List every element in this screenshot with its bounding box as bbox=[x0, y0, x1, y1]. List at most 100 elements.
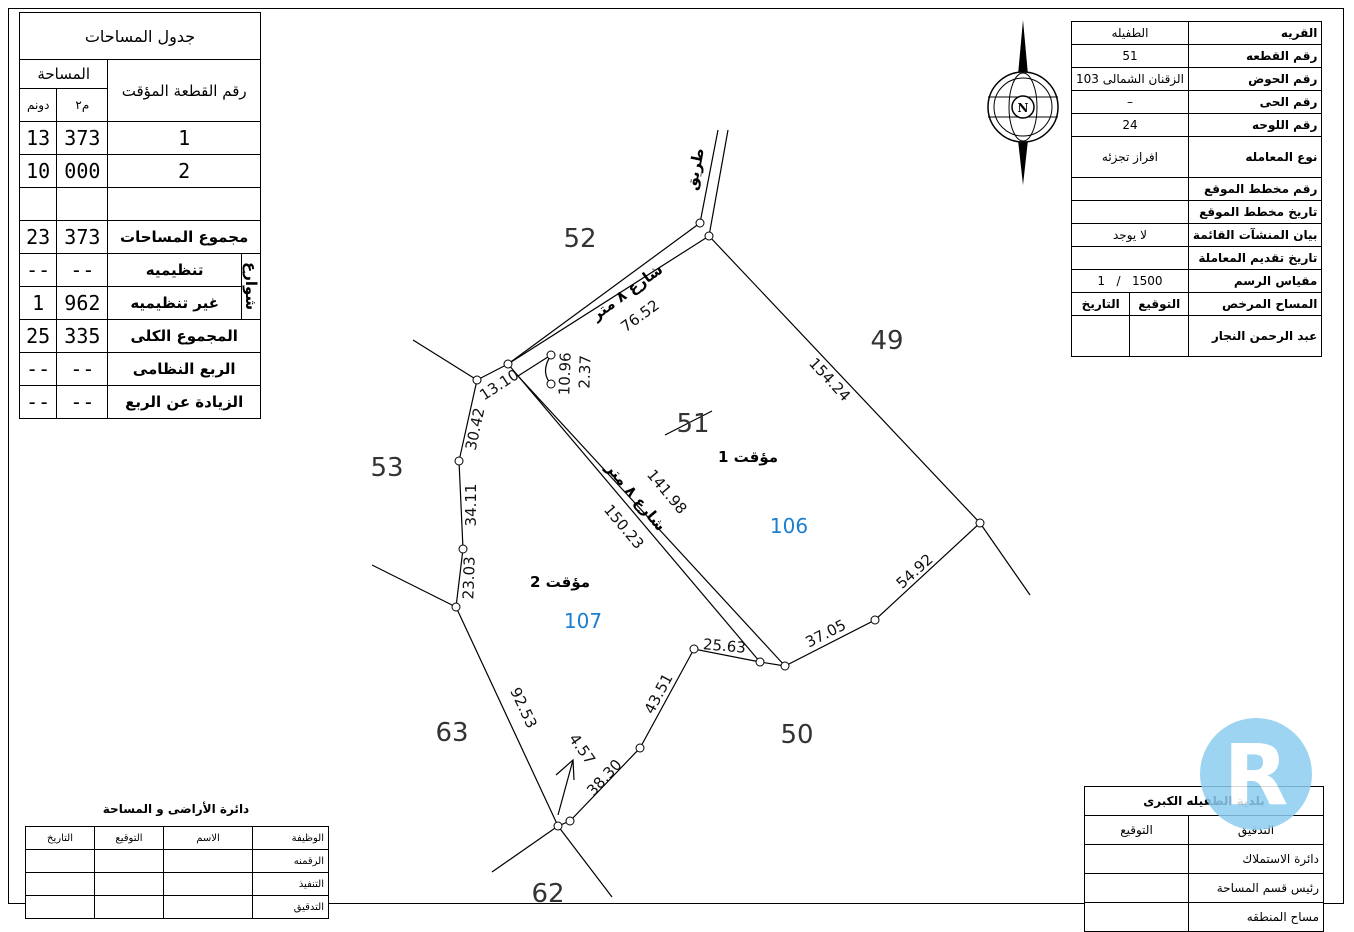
cancel-mark bbox=[664, 410, 713, 436]
scale-label: مقياس الرسم bbox=[1187, 269, 1323, 293]
row2-parcel: 2 bbox=[107, 154, 261, 188]
watermark-logo: R bbox=[1200, 718, 1312, 830]
neighbor-63: 63 bbox=[435, 718, 468, 748]
row1-parcel: 1 bbox=[107, 121, 261, 155]
areas-table: جدول المساحات المساحة رقم القطعة المؤقت … bbox=[18, 12, 261, 419]
dim-w2: 34.11 bbox=[462, 484, 480, 527]
grand-dunum: 25 bbox=[18, 319, 58, 353]
road-line bbox=[699, 129, 719, 224]
north-arrow: N bbox=[987, 20, 1059, 185]
dim-sw: 92.53 bbox=[506, 685, 540, 732]
grand-m2: 335 bbox=[56, 319, 109, 353]
sheet-value: 24 bbox=[1071, 113, 1189, 137]
survey-points bbox=[451, 218, 985, 831]
dim-arc1: 10.96 bbox=[555, 352, 574, 396]
date-value bbox=[1070, 315, 1131, 357]
col-signature: التوقيع bbox=[94, 826, 164, 850]
dim-se1: 54.92 bbox=[893, 550, 937, 592]
street-edge bbox=[507, 222, 701, 365]
boundary-extension bbox=[412, 339, 478, 381]
parcel-label: رقم القطعه bbox=[1187, 44, 1323, 68]
excess-dunum: -- bbox=[18, 385, 58, 419]
surveyor-name: عبد الرحمن النجار bbox=[1187, 315, 1323, 357]
lot1-id: 106 bbox=[770, 514, 808, 538]
parcel-outline bbox=[455, 235, 981, 827]
buildings-value: لا يوجد bbox=[1071, 223, 1189, 247]
grand-label: المجموع الكلى bbox=[107, 319, 261, 353]
road-line bbox=[708, 129, 729, 237]
north-label: N bbox=[1018, 101, 1029, 115]
muni-signature: التوقيع bbox=[1084, 815, 1189, 845]
sign-table-title: دائرة الأراضى و المساحة bbox=[102, 802, 250, 816]
dunum-header: دونم bbox=[18, 88, 58, 122]
unorganized-label: غير تنظيميه bbox=[107, 286, 242, 320]
area-header: المساحة bbox=[18, 59, 109, 89]
surveyor-label: المساح المرخص bbox=[1187, 292, 1323, 316]
job-row: التنفيذ bbox=[252, 872, 329, 896]
excess-m2: -- bbox=[56, 385, 109, 419]
col-job: الوظيفة bbox=[252, 826, 329, 850]
dim-w3: 30.42 bbox=[462, 406, 489, 452]
basin-value: 103 الزقنان الشمالى bbox=[1071, 67, 1189, 91]
street-edge bbox=[507, 363, 761, 663]
lot1-label: 1 مؤقت bbox=[718, 448, 778, 466]
submit-date-value bbox=[1071, 246, 1189, 270]
row1-m2: 373 bbox=[56, 121, 109, 155]
muni-row2: دائرة الاستملاك bbox=[1188, 844, 1324, 874]
village-value: الطفيله bbox=[1071, 21, 1189, 45]
old-parcel-number: 51 bbox=[676, 409, 709, 439]
dim-nw: 13.10 bbox=[476, 366, 522, 404]
empty-cell bbox=[18, 187, 58, 221]
total-dunum: 23 bbox=[18, 220, 58, 254]
unorganized-m2: 962 bbox=[56, 286, 109, 320]
lot2-id: 107 bbox=[564, 609, 602, 633]
site-plan-map: N 52 49 53 63 50 62 51 1 مؤقت 2 مؤقت 106… bbox=[370, 20, 1059, 909]
scale-value: 1 / 1500 bbox=[1071, 269, 1189, 293]
empty-cell bbox=[56, 187, 109, 221]
district-label: رقم الحى bbox=[1187, 90, 1323, 114]
street-edge bbox=[517, 354, 552, 377]
boundary-extension bbox=[491, 825, 559, 873]
road-label: طريق bbox=[682, 146, 708, 191]
village-label: القريه bbox=[1187, 21, 1323, 45]
boundary-extension bbox=[557, 825, 613, 898]
unorganized-dunum: 1 bbox=[18, 286, 58, 320]
buildings-label: بيان المنشآت القائمة bbox=[1187, 223, 1323, 247]
neighbor-52: 52 bbox=[563, 224, 596, 254]
col-name: الاسم bbox=[163, 826, 253, 850]
streets-label: شوارع bbox=[241, 253, 261, 320]
scale-sep: / bbox=[1116, 274, 1121, 288]
dim-w1: 23.03 bbox=[459, 556, 478, 600]
muni-row3: رئيس قسم المساحة bbox=[1188, 873, 1324, 903]
muni-row4: مساح المنطقه bbox=[1188, 902, 1324, 932]
col-date: التاريخ bbox=[25, 826, 95, 850]
signature-value bbox=[1129, 315, 1189, 357]
sheet-label: رقم اللوحه bbox=[1187, 113, 1323, 137]
date-label: التاريخ bbox=[1070, 292, 1131, 316]
neighbor-53: 53 bbox=[370, 453, 403, 483]
lot2-label: 2 مؤقت bbox=[530, 573, 590, 591]
quarter-dunum: -- bbox=[18, 352, 58, 386]
row2-m2: 000 bbox=[56, 154, 109, 188]
transaction-value: افراز تجزئه bbox=[1071, 136, 1189, 178]
parcel-header: رقم القطعة المؤقت bbox=[107, 59, 261, 122]
empty-cell bbox=[107, 187, 261, 221]
drawing-frame bbox=[8, 8, 1344, 904]
dim-arc2: 2.37 bbox=[575, 355, 594, 389]
watermark-glyph: R bbox=[1223, 726, 1289, 824]
parcel-value: 51 bbox=[1071, 44, 1189, 68]
sign-table: التاريخ التوقيع الاسم الوظيفة الرقمنه ال… bbox=[25, 826, 329, 919]
siteplan-date-value bbox=[1071, 200, 1189, 224]
dim-se2: 37.05 bbox=[803, 616, 849, 652]
organized-dunum: -- bbox=[18, 253, 58, 287]
row1-dunum: 13 bbox=[18, 121, 58, 155]
transaction-label: نوع المعامله bbox=[1187, 136, 1323, 178]
submit-date-label: تاريخ تقديم المعاملة bbox=[1187, 246, 1323, 270]
quarter-label: الربع النظامى bbox=[107, 352, 261, 386]
siteplan-no-label: رقم مخطط الموقع bbox=[1187, 177, 1323, 201]
neighbor-62: 62 bbox=[531, 879, 564, 909]
arrow-head bbox=[555, 758, 575, 781]
total-label: مجموع المساحات bbox=[107, 220, 261, 254]
job-row: الرقمنه bbox=[252, 849, 329, 873]
